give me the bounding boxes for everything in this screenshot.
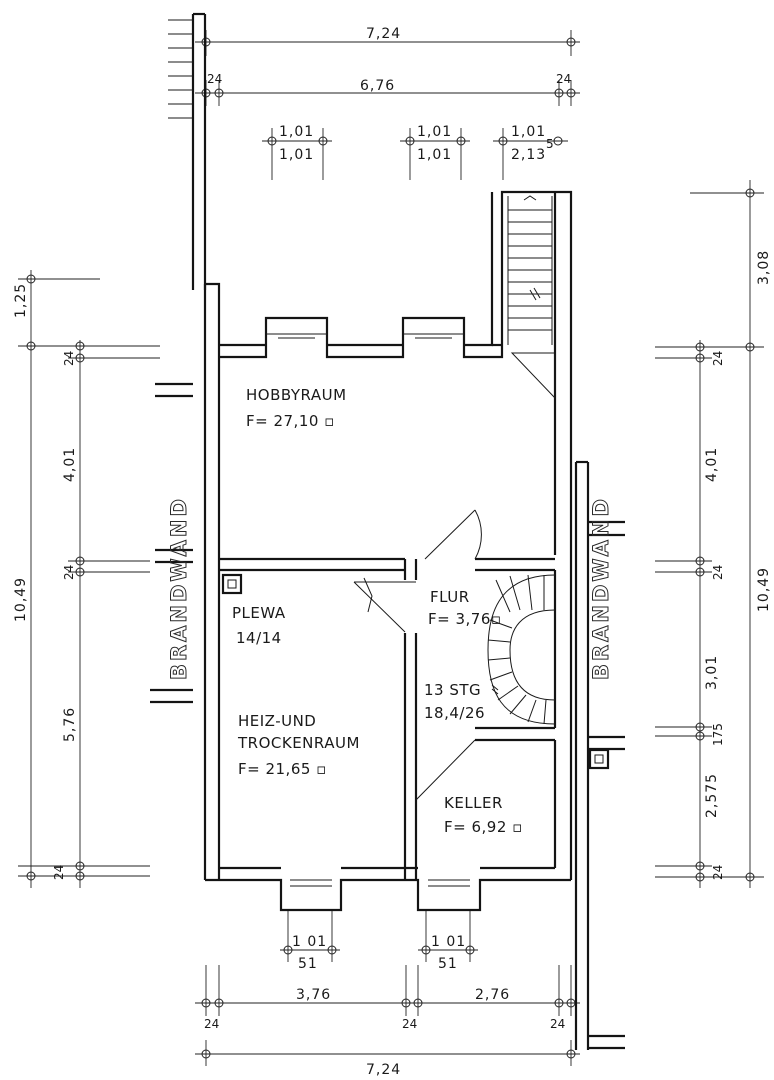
dim-bottom-24c: 24 [550,1017,565,1031]
dim-right-24b: 24 [711,565,725,580]
dim-left-1049: 10,49 [13,577,29,622]
dim-bottom-24a: 24 [204,1017,219,1031]
dim-right-24a: 24 [711,351,725,366]
dim-right-308: 3,08 [756,250,772,285]
dim-window1-bottom: 1,01 [279,147,314,163]
dim-left-24b: 24 [62,565,76,580]
dim-right-1049: 10,49 [756,567,772,612]
keller-name: KELLER [444,794,503,812]
dim-right-301: 3,01 [704,655,720,690]
dim-window3-top: 1,01 [511,124,546,140]
keller-area: F= 6,92 ▫ [444,818,523,836]
dim-left-125: 1,25 [13,283,29,318]
plewa-label: PLEWA [232,604,286,622]
dimension-lines [18,30,764,1066]
door-swings [353,509,482,801]
dim-window3-sup: 5 [546,137,554,151]
flur-area: F= 3,76▫ [428,610,502,628]
dim-bottom-24b: 24 [402,1017,417,1031]
dim-right-2575: 2,575 [704,773,720,818]
hobby-room-area: F= 27,10 ▫ [246,412,335,430]
dim-bottom-window1-top: 1 01 [292,934,327,950]
dim-top-24-right: 24 [556,72,571,86]
dim-top-total: 7,24 [366,26,401,42]
dim-right-175: 175 [711,723,725,746]
dim-left-24a: 24 [62,351,76,366]
dim-left-576: 5,76 [62,707,78,742]
dim-window2-top: 1,01 [417,124,452,140]
building-walls [203,190,573,912]
brandwand-right-wall [574,460,625,1050]
stair-spiral [487,574,556,725]
dim-left-401: 4,01 [62,447,78,482]
dim-bottom-window1-bottom: 51 [298,956,318,972]
plewa-size: 14/14 [236,629,282,647]
dim-bottom-376: 3,76 [296,987,331,1003]
dim-bottom-window2-bottom: 51 [438,956,458,972]
dim-top-inner: 6,76 [360,78,395,94]
dim-bottom-total: 7,24 [366,1062,401,1078]
heiz-room-area: F= 21,65 ▫ [238,760,327,778]
dim-window2-bottom: 1,01 [417,147,452,163]
heiz-room-name-1: HEIZ-UND [238,712,316,730]
dim-window3-bottom: 2,13 [511,147,546,163]
flur-name: FLUR [430,588,470,606]
dim-window1-top: 1,01 [279,124,314,140]
dim-right-401: 4,01 [704,447,720,482]
brandwand-right-label: BRANDWAND [589,496,613,680]
brandwand-left-label: BRANDWAND [167,496,191,680]
stair-upper [507,195,556,400]
brandwand-left-wall [150,12,207,704]
dim-bottom-276: 2,76 [475,987,510,1003]
dim-right-24c: 24 [711,865,725,880]
dim-top-24-left: 24 [207,72,222,86]
stair-steps: 13 STG [424,681,481,699]
heiz-room-name-2: TROCKENRAUM [237,734,360,752]
dim-left-24c: 24 [52,865,66,880]
stair-ratio: 18,4/26 [424,704,485,722]
dim-bottom-window2-top: 1 01 [431,934,466,950]
hobby-room-name: HOBBYRAUM [246,386,347,404]
